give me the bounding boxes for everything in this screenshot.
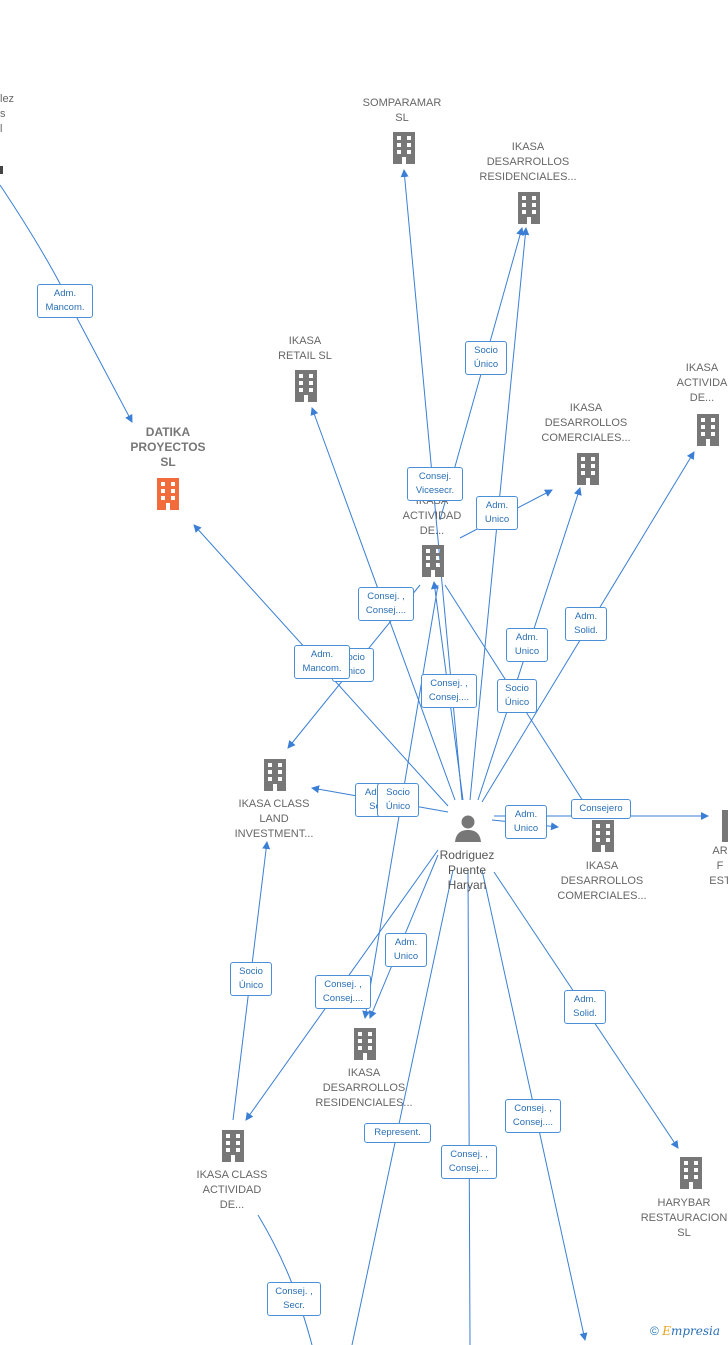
node-label: IKASA DESARROLLOS COMERCIALES... xyxy=(557,860,647,902)
node-ikasa-des-res-bottom[interactable]: IKASA DESARROLLOS RESIDENCIALES... xyxy=(306,1066,422,1111)
building-icon xyxy=(157,478,179,510)
person-name: Rodriguez Puente Haryan xyxy=(439,848,495,892)
building-icon xyxy=(722,810,728,842)
role-badge[interactable]: Adm. Solid. xyxy=(564,990,606,1024)
node-label: lez s l xyxy=(0,93,15,135)
role-badge[interactable]: Consej. , Consej.... xyxy=(421,674,477,708)
node-label: SOMPARAMAR SL xyxy=(362,97,442,124)
brand-initial: E xyxy=(662,1324,671,1338)
role-badge[interactable]: Consej. , Consej.... xyxy=(315,975,371,1009)
empresia-watermark: © Empresia xyxy=(650,1324,720,1338)
building-icon xyxy=(295,370,317,402)
building-icon xyxy=(422,545,444,577)
node-label: IKASA ACTIVIDA DE... xyxy=(676,362,728,404)
node-label: IKASA CLASS ACTIVIDAD DE... xyxy=(196,1169,268,1211)
role-badge[interactable]: Adm. Unico xyxy=(505,805,547,839)
node-label: IKASA DESARROLLOS RESIDENCIALES... xyxy=(479,141,577,183)
node-label: IKASA DESARROLLOS COMERCIALES... xyxy=(541,402,631,444)
node-ikasa-des-com-mid[interactable]: IKASA DESARROLLOS COMERCIALES... xyxy=(546,859,658,904)
role-badge[interactable]: Consejero xyxy=(571,799,631,819)
node-datika[interactable]: DATIKA PROYECTOS SL xyxy=(118,425,218,470)
node-ar-partial[interactable]: AR F EST xyxy=(700,844,728,889)
copyright-symbol: © xyxy=(650,1324,659,1338)
building-icon xyxy=(577,453,599,485)
role-badge[interactable]: Socio Único xyxy=(377,783,419,817)
building-icon xyxy=(592,820,614,852)
building-icon xyxy=(264,759,286,791)
node-ikasa-des-com-top[interactable]: IKASA DESARROLLOS COMERCIALES... xyxy=(530,401,642,446)
edge-person-down-1 xyxy=(351,869,454,1345)
role-badge[interactable]: Adm. Solid. xyxy=(565,607,607,641)
role-badge[interactable]: Consej. , Secr. xyxy=(267,1282,321,1316)
node-ikasa-class-land[interactable]: IKASA CLASS LAND INVESTMENT... xyxy=(222,797,326,842)
building-icon xyxy=(518,192,540,224)
node-topleft-partial-mark xyxy=(0,166,3,174)
role-badge[interactable]: Adm. Mancom. xyxy=(294,645,350,679)
building-icon xyxy=(222,1130,244,1162)
node-ikasa-class-act[interactable]: IKASA CLASS ACTIVIDAD DE... xyxy=(182,1168,282,1213)
node-topleft-partial[interactable]: lez s l xyxy=(0,92,18,137)
role-badge[interactable]: Adm. Mancom. xyxy=(37,284,93,318)
role-badge[interactable]: Consej. , Consej.... xyxy=(358,587,414,621)
role-badge[interactable]: Consej. , Consej.... xyxy=(505,1099,561,1133)
role-badge[interactable]: Socio Único xyxy=(230,962,272,996)
role-badge[interactable]: Consej. , Consej.... xyxy=(441,1145,497,1179)
role-badge[interactable]: Adm. Unico xyxy=(385,933,427,967)
role-badge[interactable]: Socio Único xyxy=(497,679,537,713)
building-icon xyxy=(354,1028,376,1060)
node-label: IKASA RETAIL SL xyxy=(278,335,332,362)
role-badge[interactable]: Consej. Vicesecr. xyxy=(407,467,463,501)
edge-classact-down xyxy=(257,1214,313,1345)
node-person[interactable]: Rodriguez Puente Haryan xyxy=(420,848,514,893)
role-badge[interactable]: Adm. Unico xyxy=(506,628,548,662)
node-ikasa-retail[interactable]: IKASA RETAIL SL xyxy=(260,334,350,364)
building-icon xyxy=(393,132,415,164)
role-badge[interactable]: Socio Único xyxy=(465,341,507,375)
node-harybar[interactable]: HARYBAR RESTAURACION SL xyxy=(640,1196,728,1241)
building-icon xyxy=(697,414,719,446)
person-icon xyxy=(455,815,481,842)
node-ikasa-act-right[interactable]: IKASA ACTIVIDA DE... xyxy=(672,361,728,406)
node-ikasa-des-res-top[interactable]: IKASA DESARROLLOS RESIDENCIALES... xyxy=(472,140,584,185)
edge-person-down-2 xyxy=(467,869,471,1345)
brand-name: mpresia xyxy=(670,1324,721,1338)
node-label: DATIKA PROYECTOS SL xyxy=(130,425,206,469)
node-label: IKASA CLASS LAND INVESTMENT... xyxy=(234,798,314,840)
node-label: HARYBAR RESTAURACION SL xyxy=(640,1197,728,1239)
node-label: IKASA DESARROLLOS RESIDENCIALES... xyxy=(315,1067,413,1109)
node-somparamar[interactable]: SOMPARAMAR SL xyxy=(352,96,452,126)
node-label: AR F EST xyxy=(709,845,728,887)
building-icon xyxy=(680,1157,702,1189)
role-badge[interactable]: Adm. Unico xyxy=(476,496,518,530)
role-badge[interactable]: Represent. xyxy=(364,1123,431,1143)
